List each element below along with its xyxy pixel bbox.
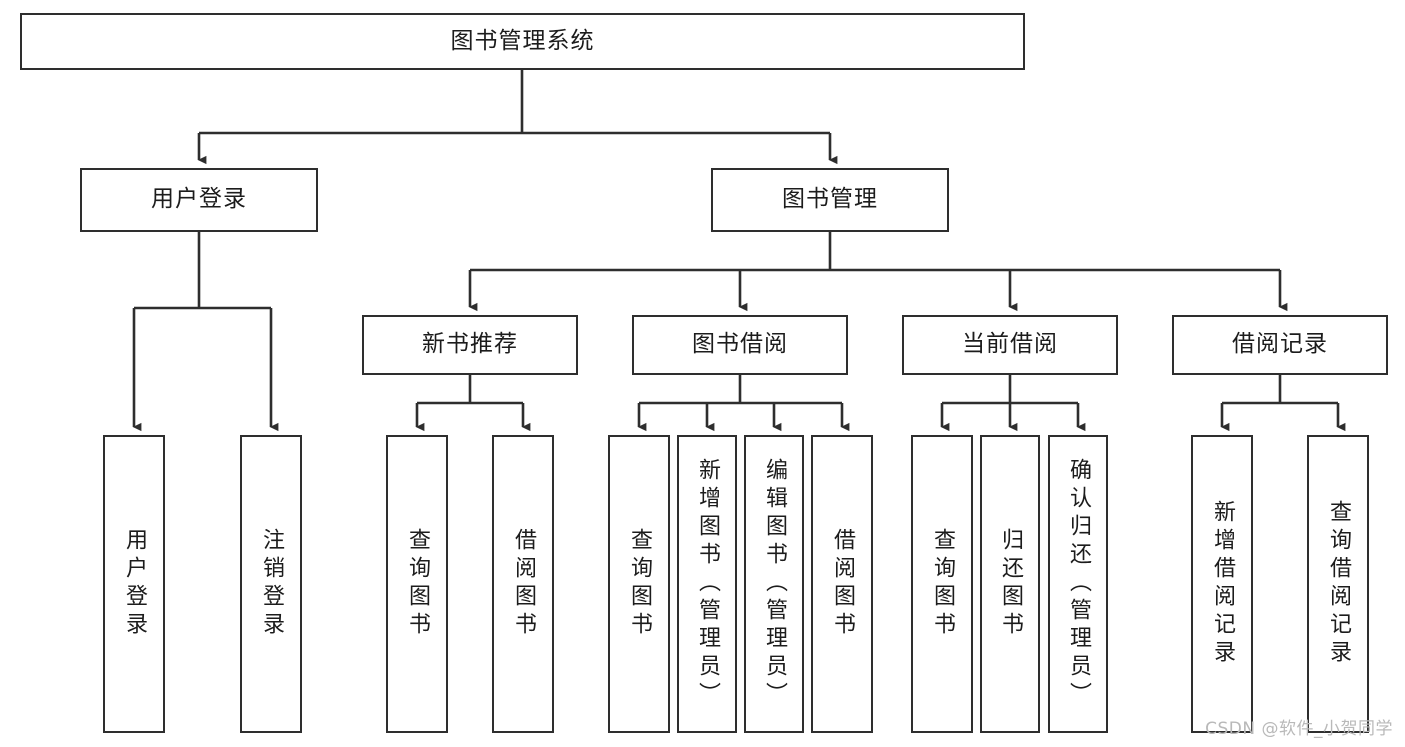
node-label: 图书管理系统 (450, 27, 595, 54)
node-label: 新增借阅记录 (1210, 500, 1235, 668)
node-label: 查询图书 (627, 528, 652, 640)
node-label: 新增图书（管理员） (695, 458, 720, 710)
node-borrow-record[interactable]: 借阅记录 (1172, 315, 1388, 375)
leaf-confirm-return-admin[interactable]: 确认归还（管理员） (1048, 435, 1108, 733)
node-label: 编辑图书（管理员） (762, 458, 787, 710)
node-label: 图书管理 (782, 186, 878, 213)
leaf-borrow-book[interactable]: 借阅图书 (811, 435, 873, 733)
leaf-add-borrow-record[interactable]: 新增借阅记录 (1191, 435, 1253, 733)
node-current-borrow[interactable]: 当前借阅 (902, 315, 1118, 375)
node-label: 归还图书 (998, 528, 1023, 640)
node-label: 借阅图书 (830, 528, 855, 640)
node-label: 当前借阅 (962, 331, 1058, 358)
node-label: 用户登录 (151, 186, 247, 213)
node-book-borrow[interactable]: 图书借阅 (632, 315, 848, 375)
node-label: 查询借阅记录 (1326, 500, 1351, 668)
leaf-edit-book-admin[interactable]: 编辑图书（管理员） (744, 435, 804, 733)
node-label: 借阅图书 (511, 528, 536, 640)
leaf-add-book-admin[interactable]: 新增图书（管理员） (677, 435, 737, 733)
node-label: 新书推荐 (422, 331, 518, 358)
leaf-borrow-book-new[interactable]: 借阅图书 (492, 435, 554, 733)
leaf-user-login[interactable]: 用户登录 (103, 435, 165, 733)
node-label: 用户登录 (122, 528, 147, 640)
node-label: 查询图书 (930, 528, 955, 640)
leaf-query-book-current[interactable]: 查询图书 (911, 435, 973, 733)
leaf-query-borrow-record[interactable]: 查询借阅记录 (1307, 435, 1369, 733)
leaf-query-book-new[interactable]: 查询图书 (386, 435, 448, 733)
node-label: 图书借阅 (692, 331, 788, 358)
node-label: 查询图书 (405, 528, 430, 640)
node-new-book-recommend[interactable]: 新书推荐 (362, 315, 578, 375)
node-book-management[interactable]: 图书管理 (711, 168, 949, 232)
watermark-credit: CSDN @软件_小贺同学 (1205, 719, 1393, 739)
node-label: 注销登录 (259, 528, 284, 640)
node-label: 确认归还（管理员） (1066, 458, 1091, 710)
leaf-logout-login[interactable]: 注销登录 (240, 435, 302, 733)
leaf-query-book-borrow[interactable]: 查询图书 (608, 435, 670, 733)
node-user-login[interactable]: 用户登录 (80, 168, 318, 232)
node-root-system[interactable]: 图书管理系统 (20, 13, 1025, 70)
node-label: 借阅记录 (1232, 331, 1328, 358)
leaf-return-book[interactable]: 归还图书 (980, 435, 1040, 733)
